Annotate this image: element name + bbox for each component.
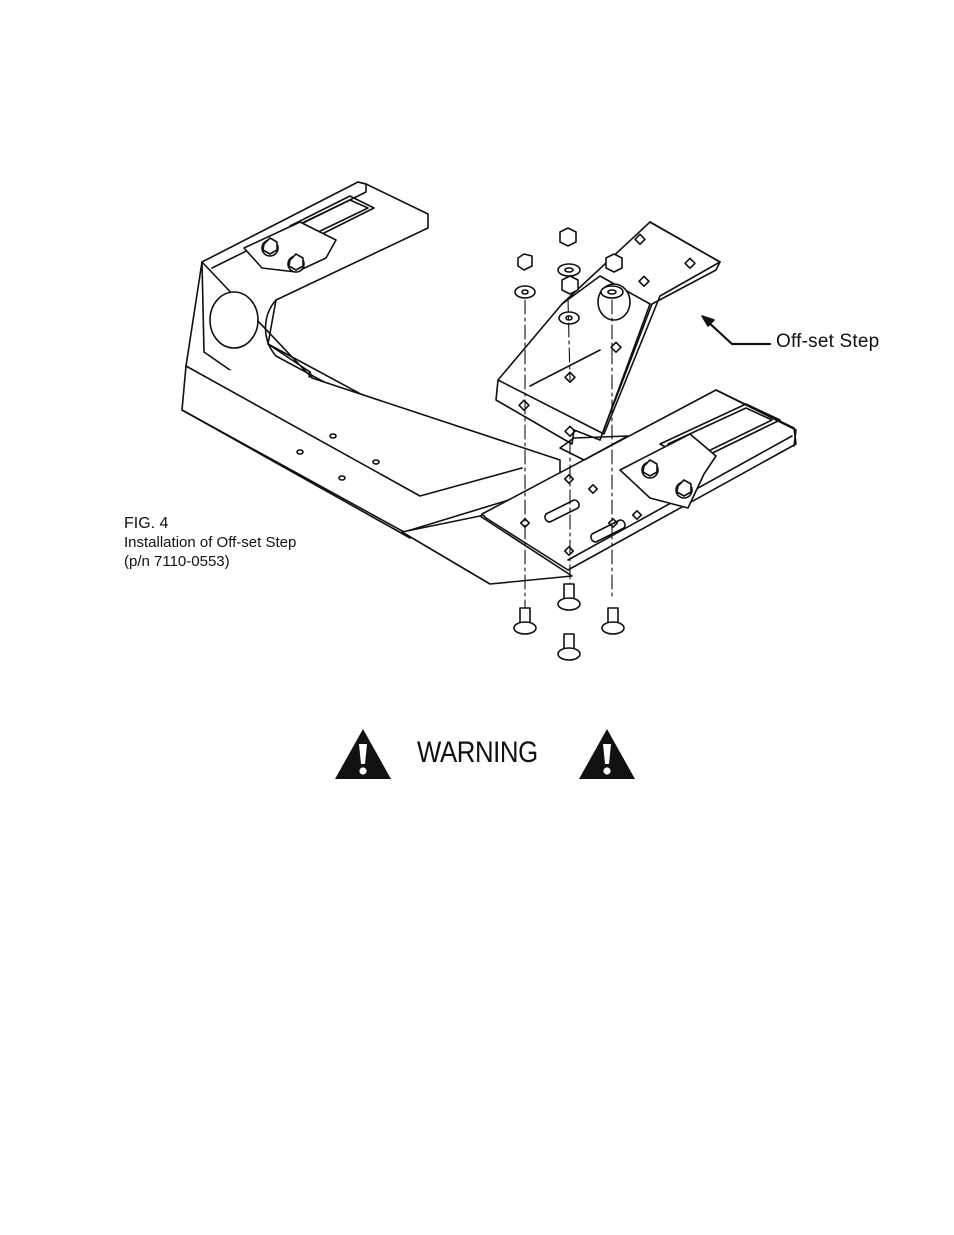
warning-banner: WARNING bbox=[334, 728, 638, 784]
warning-triangle-icon bbox=[578, 728, 636, 780]
callout-leader-arrow bbox=[702, 316, 770, 344]
figure-part-number: (p/n 7110-0553) bbox=[124, 552, 296, 571]
warning-text: WARNING bbox=[417, 736, 538, 770]
warning-triangle-icon bbox=[334, 728, 392, 780]
figure-caption: FIG. 4 Installation of Off-set Step (p/n… bbox=[124, 514, 296, 571]
offset-step-callout-label: Off-set Step bbox=[776, 331, 879, 353]
figure-title: Installation of Off-set Step bbox=[124, 533, 296, 552]
figure-number: FIG. 4 bbox=[124, 514, 296, 533]
